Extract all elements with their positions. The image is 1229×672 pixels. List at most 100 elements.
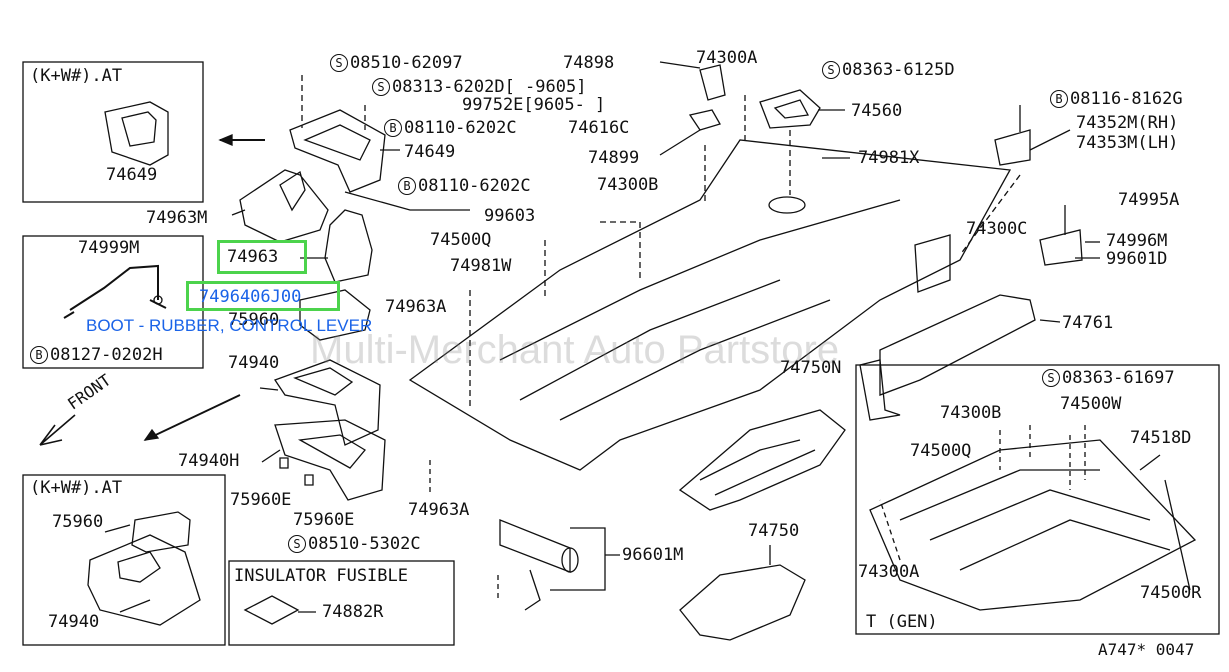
part-label-74750n[interactable]: 74750N: [780, 358, 842, 378]
part-label-74300a-top[interactable]: 74300A: [696, 48, 758, 68]
part-label-74963m[interactable]: 74963M: [146, 208, 208, 228]
part-label-74898[interactable]: 74898: [563, 53, 615, 73]
leader-74899: [659, 129, 701, 156]
inset-frame-top-left: [22, 61, 204, 203]
leader-75960: [104, 524, 131, 533]
tgen-floor-ribs: [899, 469, 1171, 571]
clip-75960e-icons: [279, 457, 314, 486]
part-label-74882r[interactable]: 74882R: [322, 602, 384, 622]
part-label-74500w[interactable]: 74500W: [1060, 394, 1122, 414]
part-74560: [759, 89, 821, 129]
part-label-75960e-a[interactable]: 75960E: [230, 490, 292, 510]
fastener-b-icon: B: [398, 177, 416, 195]
part-label-74750[interactable]: 74750: [748, 521, 800, 541]
front-arrow-icon: [39, 414, 76, 446]
leader-74352m: [1029, 129, 1071, 151]
direction-arrow-line: [144, 394, 241, 441]
part-label-74996m[interactable]: 74996M: [1106, 231, 1168, 251]
highlight-box-74963[interactable]: 74963: [217, 240, 307, 274]
part-74940-inset-shape: [87, 534, 201, 626]
part-label-96601m[interactable]: 96601M: [622, 545, 684, 565]
part-75960-inset-shape: [131, 511, 191, 553]
part-label-74300a-box[interactable]: 74300A: [858, 562, 920, 582]
part-96601m: [499, 519, 571, 573]
leader-74940-inset: [119, 599, 151, 613]
part-label-99752e[interactable]: 99752E[9605- ]: [462, 95, 606, 115]
fastener-s-icon: S: [288, 535, 306, 553]
part-label-99601d[interactable]: 99601D: [1106, 249, 1168, 269]
part-74963m-boot: [239, 169, 329, 243]
insulator-diamond-icon: [243, 595, 300, 625]
highlight-box-7496406j00[interactable]: 7496406J00: [186, 281, 340, 311]
part-label-74981x[interactable]: 74981X: [858, 148, 920, 168]
part-74649-bracket: [289, 109, 386, 193]
part-label-74518d[interactable]: 74518D: [1130, 428, 1192, 448]
part-label-74963a-top[interactable]: 74963A: [385, 297, 447, 317]
part-label-74963a-bottom[interactable]: 74963A: [408, 500, 470, 520]
part-description[interactable]: BOOT - RUBBER, CONTROL LEVER: [86, 316, 373, 335]
part-label-74500q-box[interactable]: 74500Q: [910, 441, 972, 461]
part-74750: [679, 564, 806, 641]
part-label-74300b-box[interactable]: 74300B: [940, 403, 1002, 423]
part-label-74940[interactable]: 74940: [228, 353, 280, 373]
bolt-leaders-top: [301, 75, 366, 130]
part-label-74500q-top[interactable]: 74500Q: [430, 230, 492, 250]
tgen-fastener-leaders: [999, 425, 1086, 490]
part-label-74300b-top[interactable]: 74300B: [597, 175, 659, 195]
part-label-75960e-b[interactable]: 75960E: [293, 510, 355, 530]
inset-frame-insulator: [228, 560, 455, 646]
part-label-74761[interactable]: 74761: [1062, 313, 1114, 333]
fastener-b-icon: B: [30, 346, 48, 364]
diagram-code: A747* 0047: [1098, 640, 1195, 659]
part-label-74995a[interactable]: 74995A: [1118, 190, 1180, 210]
part-74898: [699, 64, 726, 101]
part-label-75960[interactable]: 75960: [228, 310, 280, 330]
part-label-99603[interactable]: 99603: [484, 206, 536, 226]
leader-74963m: [231, 209, 246, 216]
part-74300c: [914, 234, 951, 293]
fastener-s-icon: S: [372, 78, 390, 96]
part-label-74300c[interactable]: 74300C: [966, 219, 1028, 239]
watermark: Multi-Merchant Auto Partstore: [310, 328, 840, 372]
part-label-74560[interactable]: 74560: [851, 101, 903, 121]
part-label-74899[interactable]: 74899: [588, 148, 640, 168]
part-label-74940h[interactable]: 74940H: [178, 451, 240, 471]
leader-74940h: [261, 449, 281, 463]
part-label-74999m[interactable]: 74999M: [78, 238, 140, 258]
direction-arrow-head-icon: [143, 428, 160, 441]
floor-hole-icon: [768, 196, 806, 214]
part-label-74500r[interactable]: 74500R: [1140, 583, 1202, 603]
leader-99603-74500q: [469, 221, 641, 410]
part-label-74352m[interactable]: 74352M(RH): [1076, 113, 1179, 133]
leader-74518d: [1139, 454, 1161, 471]
part-label-74649[interactable]: 74649: [404, 142, 456, 162]
inset-title-insulator: INSULATOR FUSIBLE: [234, 566, 408, 586]
part-74750n-ribs: [699, 439, 816, 496]
fastener-s-icon: S: [822, 61, 840, 79]
part-74963-boot: [324, 209, 373, 283]
part-label-75960-inset[interactable]: 75960: [52, 512, 104, 532]
part-label-74353m[interactable]: 74353M(LH): [1076, 133, 1179, 153]
part-74996m: [1039, 229, 1083, 266]
part-74616c: [688, 109, 721, 131]
floor-panel-outline: [408, 139, 1012, 471]
fastener-s-icon: S: [1042, 369, 1060, 387]
part-label-74981w[interactable]: 74981W: [450, 256, 512, 276]
part-label-74649-inset[interactable]: 74649: [106, 165, 158, 185]
part-label-74616c[interactable]: 74616C: [568, 118, 630, 138]
inset-title-t-gen: T (GEN): [866, 612, 938, 632]
part-74352m: [994, 129, 1031, 166]
part-74649-inset-shape: [104, 101, 169, 166]
part-label-74940-inset[interactable]: 74940: [48, 612, 100, 632]
